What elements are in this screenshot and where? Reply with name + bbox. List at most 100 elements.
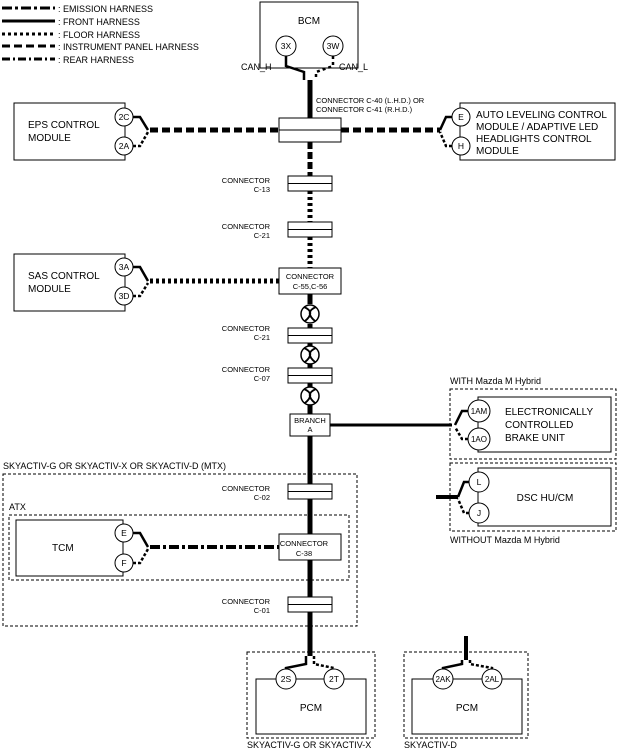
pcm-d-box <box>411 678 523 735</box>
dsc-box <box>477 467 612 527</box>
dsc-pin-bottom-label: J <box>477 508 481 518</box>
eps-box <box>13 102 126 161</box>
brake-unit-wire-h <box>453 409 468 426</box>
pcm-gx-pin-l <box>323 668 345 690</box>
pcm-d-pin-l <box>481 668 503 690</box>
connector-c01-label-1: CONNECTOR <box>222 597 271 606</box>
dsc-wire-h <box>456 480 469 498</box>
brake-unit-pin-top-label: 1AM <box>471 407 488 416</box>
dsc-group-frame <box>449 462 617 532</box>
eps-control-module: EPS CONTROL MODULE 2C 2A <box>13 102 150 161</box>
dsc-pin-top-label: L <box>477 477 482 487</box>
brake-unit-module: ELECTRONICALLY CONTROLLED BRAKE UNIT 1AM… <box>453 396 612 453</box>
brake-unit-pin-bottom-label: 1AO <box>471 435 487 444</box>
brake-unit-label-3: BRAKE UNIT <box>505 433 565 444</box>
twisted-pair-icon <box>300 345 320 365</box>
connector-c21b-label-2: C-21 <box>254 333 270 342</box>
bcm-pin-can-l-label: 3W <box>327 41 340 51</box>
tcm-label: TCM <box>52 543 74 554</box>
connector-c38-box <box>278 533 342 561</box>
pcm-d-wire-l <box>468 660 494 670</box>
sas-pin-bottom-label: 3D <box>119 291 130 301</box>
sas-label-2: MODULE <box>28 284 71 295</box>
auto-leveling-wire-h <box>438 115 452 131</box>
pcm-gx-pin-h-label: 2S <box>281 674 292 684</box>
eps-label-2: MODULE <box>28 133 71 144</box>
pcm-d-caption: SKYACTIV-D <box>404 740 457 750</box>
pcm-d-pin-h <box>432 668 454 690</box>
tcm-box <box>15 519 124 577</box>
hybrid-group-frame <box>449 388 617 460</box>
eps-pin-top-label: 2C <box>119 112 130 122</box>
sas-label-1: SAS CONTROL <box>28 271 100 282</box>
legend-label-front: : FRONT HARNESS <box>58 17 140 27</box>
atx-frame <box>8 514 350 581</box>
auto-leveling-label-3: HEADLIGHTS CONTROL <box>476 134 592 145</box>
pcm-d-module: PCM 2AK 2AL <box>411 668 523 735</box>
connector-c55-label-2: C-55,C-56 <box>293 282 328 291</box>
pcm-d-wire-h <box>441 660 464 670</box>
eps-wire-l <box>133 131 150 148</box>
legend-label-instrument-panel: : INSTRUMENT PANEL HARNESS <box>58 42 199 52</box>
auto-leveling-module: AUTO LEVELING CONTROL MODULE / ADAPTIVE … <box>438 102 616 161</box>
connector-c55-label-1: CONNECTOR <box>286 272 335 281</box>
twisted-pair-icon <box>300 386 320 406</box>
pcm-gx-caption: SKYACTIV-G OR SKYACTIV-X <box>247 740 371 750</box>
hybrid-title: WITH Mazda M Hybrid <box>450 376 541 386</box>
connector-c07-label-2: C-07 <box>254 374 270 383</box>
tcm-wire-l <box>133 548 150 565</box>
twisted-pair-icon <box>300 304 320 324</box>
brake-unit-box <box>477 396 612 453</box>
can-h-label: CAN_H <box>241 62 272 72</box>
connector-c40-label-2: CONNECTOR C-41 (R.H.D.) <box>316 105 413 114</box>
pcm-gx-pin-h <box>275 668 297 690</box>
sas-wire-h <box>133 265 150 282</box>
connector-c07-label-1: CONNECTOR <box>222 365 271 374</box>
pcm-gx-module: PCM 2S 2T <box>255 668 367 735</box>
connector-c02-label-1: CONNECTOR <box>222 484 271 493</box>
skyactiv-group-frame <box>2 473 358 627</box>
connector-c13-label-1: CONNECTOR <box>222 176 271 185</box>
skyactiv-group-title: SKYACTIV-G OR SKYACTIV-X OR SKYACTIV-D (… <box>3 461 226 471</box>
eps-label-1: EPS CONTROL <box>28 120 100 131</box>
sas-box <box>13 253 126 312</box>
auto-leveling-wire-l <box>438 131 452 148</box>
sas-pin-top-label: 3A <box>119 262 130 272</box>
bcm-wire-can-l <box>314 56 335 80</box>
pcm-gx-wire-h <box>284 656 308 670</box>
pcm-gx-box <box>255 678 367 735</box>
atx-title: ATX <box>9 502 26 512</box>
eps-pin-bottom-label: 2A <box>119 141 130 151</box>
dsc-wire-l <box>456 498 469 515</box>
pcm-gx-frame <box>246 651 376 739</box>
legend-label-emission: : EMISSION HARNESS <box>58 4 153 14</box>
bcm-box <box>259 1 359 69</box>
connector-c38-label-2: C-38 <box>296 549 312 558</box>
bcm-module: BCM 3X 3W <box>259 1 359 69</box>
pcm-gx-wire-l <box>312 656 336 670</box>
legend-label-rear: : REAR HARNESS <box>58 55 134 65</box>
pcm-d-label: PCM <box>456 703 478 714</box>
bcm-label: BCM <box>298 16 320 27</box>
auto-leveling-label-1: AUTO LEVELING CONTROL <box>476 110 607 121</box>
pcm-d-pin-h-label: 2AK <box>435 675 451 684</box>
connector-c21a-label-2: C-21 <box>254 231 270 240</box>
sas-control-module: SAS CONTROL MODULE 3A 3D <box>13 253 150 312</box>
pcm-gx-label: PCM <box>300 703 322 714</box>
connector-c40-label-1: CONNECTOR C-40 (L.H.D.) OR <box>316 96 425 105</box>
brake-unit-wire-l <box>453 426 468 441</box>
auto-leveling-label-4: MODULE <box>476 146 519 157</box>
bcm-pin-can-h-label: 3X <box>281 41 292 51</box>
connector-c02-label-2: C-02 <box>254 493 270 502</box>
pcm-gx-pin-l-label: 2T <box>329 674 339 684</box>
tcm-module: TCM E F <box>15 519 150 577</box>
connector-c38-label-1: CONNECTOR <box>280 539 329 548</box>
can-l-label: CAN_L <box>339 62 368 72</box>
dsc-label: DSC HU/CM <box>517 493 574 504</box>
bcm-wire-can-h <box>284 56 306 80</box>
pcm-d-pin-l-label: 2AL <box>485 675 500 684</box>
auto-leveling-label-2: MODULE / ADAPTIVE LED <box>476 122 598 133</box>
tcm-pin-top-label: E <box>121 528 127 538</box>
auto-leveling-pin-top-label: E <box>458 112 464 122</box>
connector-c55-box <box>278 267 342 295</box>
